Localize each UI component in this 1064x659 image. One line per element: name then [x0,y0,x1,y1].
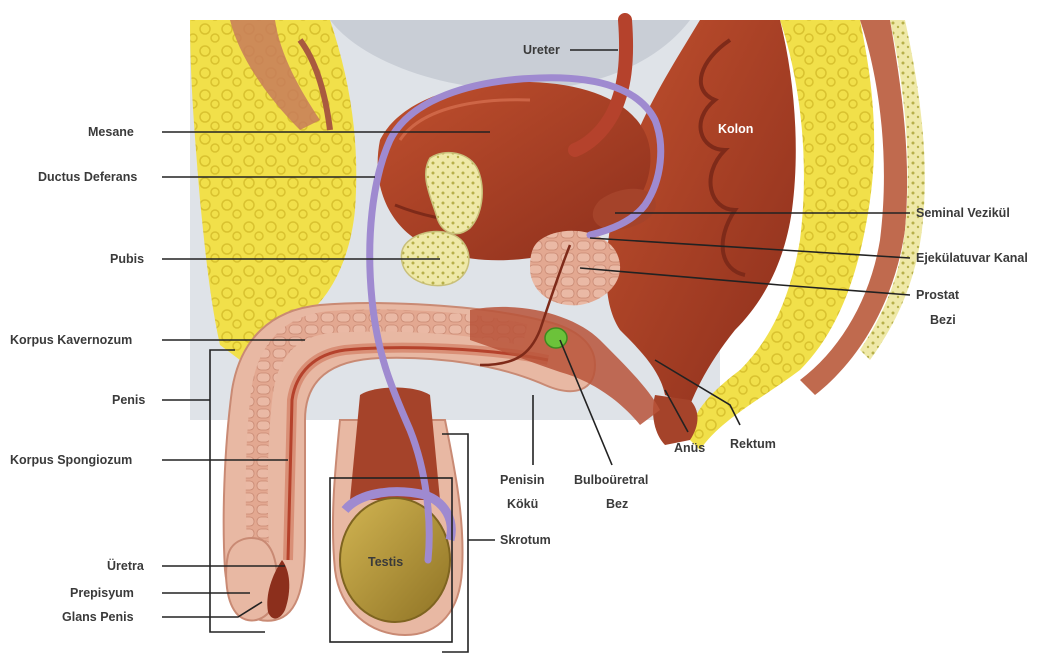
label-uretra: Üretra [107,558,145,573]
label-ductus: Ductus Deferans [38,170,137,184]
bulbourethral-gland [545,328,567,348]
label-prostat-1: Prostat [916,288,960,302]
label-rektum: Rektum [730,437,776,451]
label-bulbouretral-1: Bulboüretral [574,473,648,487]
label-seminal: Seminal Vezikül [916,206,1010,220]
label-anus: Anüs [674,441,705,455]
label-pubis: Pubis [110,252,144,266]
label-korpus-kavernozum: Korpus Kavernozum [10,333,132,347]
scrotum [333,388,463,636]
label-prepisyum: Prepisyum [70,586,134,600]
label-ejekulatuvar: Ejekülatuvar Kanal [916,251,1028,265]
label-penisin-2: Kökü [507,497,538,511]
label-skrotum: Skrotum [500,533,551,547]
label-mesane: Mesane [88,125,134,139]
label-bulbouretral-2: Bez [606,497,628,511]
label-glans: Glans Penis [62,610,134,624]
label-penisin-1: Penisin [500,473,544,487]
label-korpus-spongiozum: Korpus Spongiozum [10,453,132,467]
label-prostat-2: Bezi [930,313,956,327]
label-penis: Penis [112,393,145,407]
label-testis: Testis [368,555,403,569]
label-kolon: Kolon [718,122,753,136]
label-ureter: Ureter [523,43,560,57]
